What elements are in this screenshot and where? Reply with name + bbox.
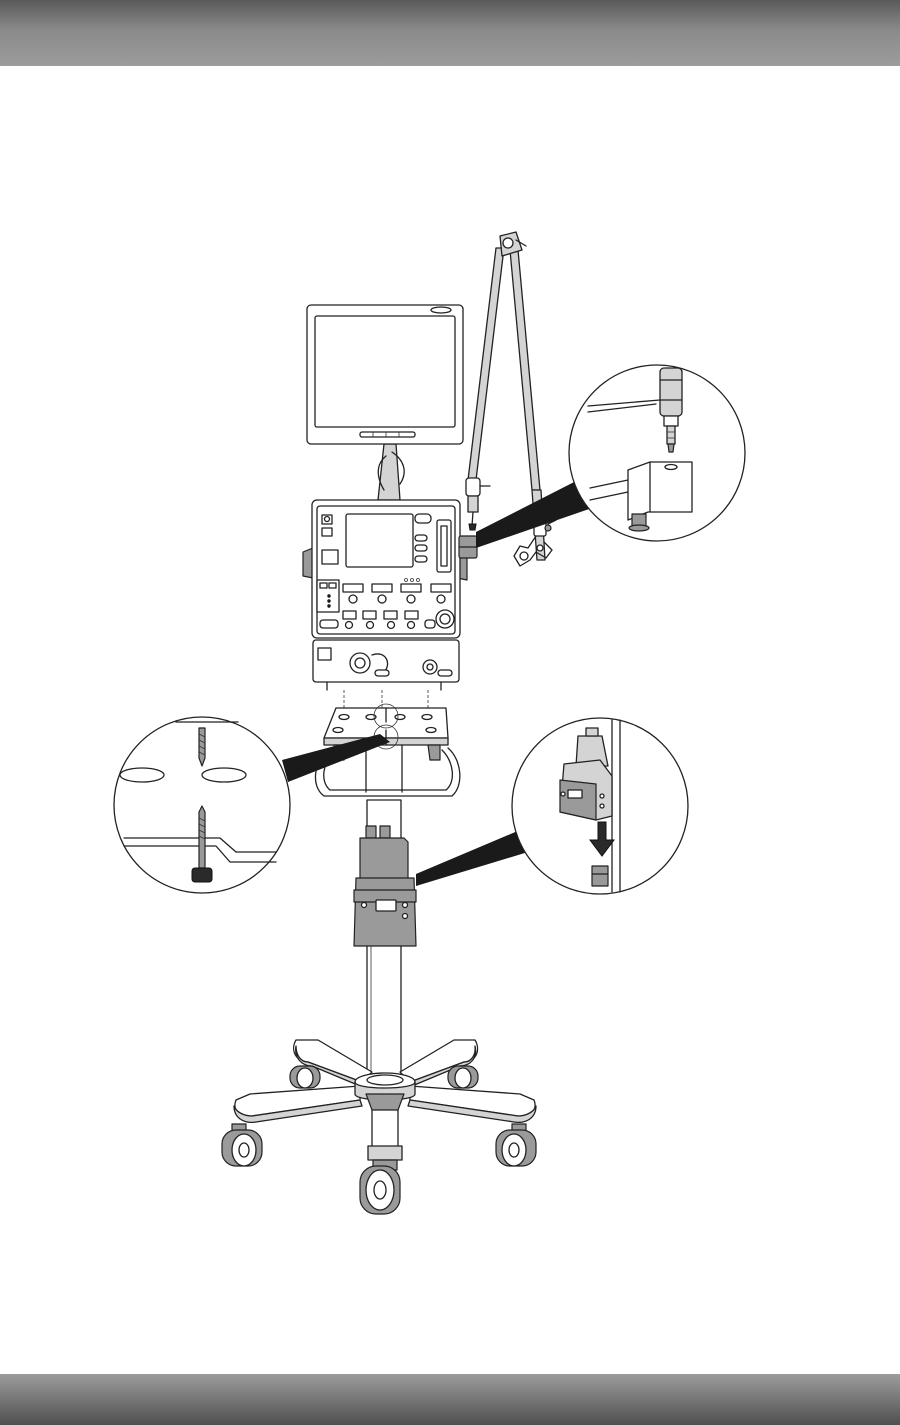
footer-bar: [0, 1374, 900, 1425]
caster-front: [359, 1159, 401, 1215]
display-monitor: [306, 304, 464, 501]
detail-mounting-plate-screws: [113, 716, 390, 894]
caster-left: [221, 1123, 263, 1167]
caster-right: [495, 1123, 537, 1167]
header-bar: [0, 0, 900, 66]
humidifier-bracket: [353, 825, 417, 947]
ventilator-unit: [302, 499, 478, 639]
casters: [221, 1065, 537, 1215]
detail-humidifier-bracket: [416, 717, 689, 895]
caster-back-left: [289, 1065, 321, 1089]
caster-back-right: [447, 1065, 479, 1089]
mounting-plate: [314, 690, 461, 797]
lower-module: [312, 639, 460, 691]
down-arrow-icon: [589, 821, 615, 857]
detail-arm-mount: [476, 364, 746, 548]
trolley-base: [233, 1039, 537, 1161]
